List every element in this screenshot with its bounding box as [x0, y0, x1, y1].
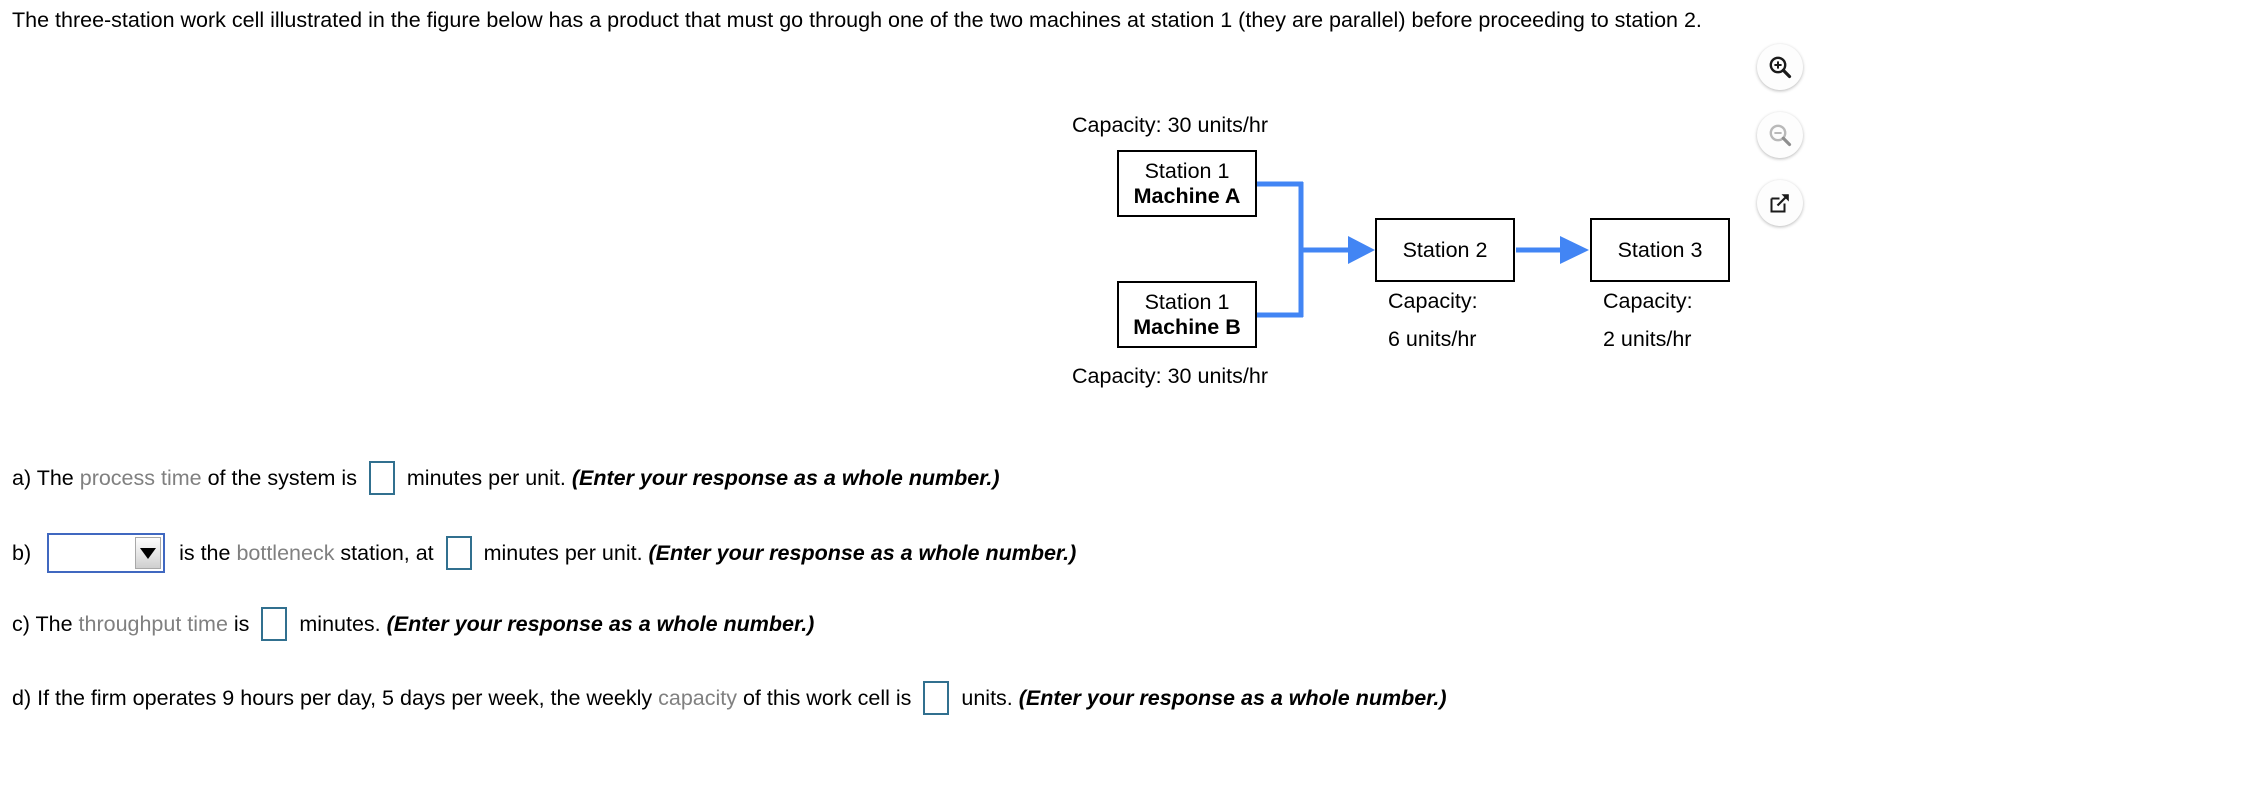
question-a-hint: (Enter your response as a whole number.): [571, 466, 1000, 490]
question-b-mid2: station, at: [334, 541, 440, 565]
node-station1-machine-b: Station 1 Machine B: [1117, 281, 1257, 348]
question-c: c) The throughput time is minutes. (Ente…: [12, 607, 814, 641]
question-a-suffix: minutes per unit.: [400, 466, 572, 490]
question-a-prefix: a) The: [12, 466, 80, 490]
question-b-hint: (Enter your response as a whole number.): [648, 541, 1077, 565]
node-station2: Station 2: [1375, 218, 1515, 282]
figure-toolbar: [1757, 44, 1817, 248]
node-station3-title: Station 3: [1617, 237, 1703, 262]
question-c-mid: is: [227, 612, 256, 636]
node-station2-title: Station 2: [1402, 237, 1488, 262]
question-d-glossary-link[interactable]: capacity: [658, 686, 737, 710]
question-b-suffix: minutes per unit.: [477, 541, 649, 565]
question-b-glossary-link[interactable]: bottleneck: [236, 541, 335, 565]
question-a-glossary-link[interactable]: process time: [79, 466, 202, 490]
node-station3: Station 3: [1590, 218, 1730, 282]
machine-b-capacity-label: Capacity: 30 units/hr: [1072, 364, 1268, 388]
station3-capacity-line2: 2 units/hr: [1603, 327, 1692, 351]
question-b-prefix: b): [12, 541, 38, 565]
question-d-suffix: units.: [955, 686, 1019, 710]
machine-a-capacity-label: Capacity: 30 units/hr: [1072, 113, 1268, 137]
station2-capacity-line1: Capacity:: [1388, 289, 1478, 313]
question-d: d) If the firm operates 9 hours per day,…: [12, 681, 1447, 715]
zoom-out-icon[interactable]: [1757, 112, 1803, 158]
node-station1-machine-b-line1: Station 1: [1144, 289, 1230, 314]
question-d-prefix: d) If the firm operates 9 hours per day,…: [12, 686, 659, 710]
question-a-answer-input[interactable]: [368, 461, 395, 495]
question-d-answer-input[interactable]: [923, 681, 950, 715]
question-d-mid: of this work cell is: [737, 686, 918, 710]
page-title: The three-station work cell illustrated …: [12, 8, 1702, 32]
node-station1-machine-a-line1: Station 1: [1144, 158, 1230, 183]
question-b-mid1: is the: [173, 541, 237, 565]
node-station1-machine-b-line2: Machine B: [1133, 314, 1241, 339]
zoom-in-icon[interactable]: [1757, 44, 1803, 90]
question-c-prefix: c) The: [12, 612, 79, 636]
bottleneck-station-select-value: [49, 535, 135, 571]
question-b: b) is the bottleneck station, at minutes…: [12, 533, 1076, 573]
station3-capacity-line1: Capacity:: [1603, 289, 1693, 313]
chevron-down-icon[interactable]: [135, 537, 162, 569]
question-c-glossary-link[interactable]: throughput time: [78, 612, 228, 636]
diagram-connectors: [1256, 181, 1589, 318]
work-cell-diagram: Capacity: 30 units/hr Station 1 Machine …: [1072, 113, 1730, 388]
open-in-new-window-icon[interactable]: [1757, 180, 1803, 226]
node-station1-machine-a: Station 1 Machine A: [1117, 150, 1257, 217]
node-station1-machine-a-line2: Machine A: [1133, 183, 1241, 208]
question-a-mid: of the system is: [201, 466, 363, 490]
question-a: a) The process time of the system is min…: [12, 461, 1000, 495]
question-c-hint: (Enter your response as a whole number.): [386, 612, 815, 636]
bottleneck-station-select[interactable]: [47, 533, 166, 573]
question-d-hint: (Enter your response as a whole number.): [1018, 686, 1447, 710]
question-c-answer-input[interactable]: [261, 607, 288, 641]
question-c-suffix: minutes.: [293, 612, 387, 636]
station2-capacity-line2: 6 units/hr: [1388, 327, 1477, 351]
question-b-answer-input[interactable]: [445, 536, 472, 570]
